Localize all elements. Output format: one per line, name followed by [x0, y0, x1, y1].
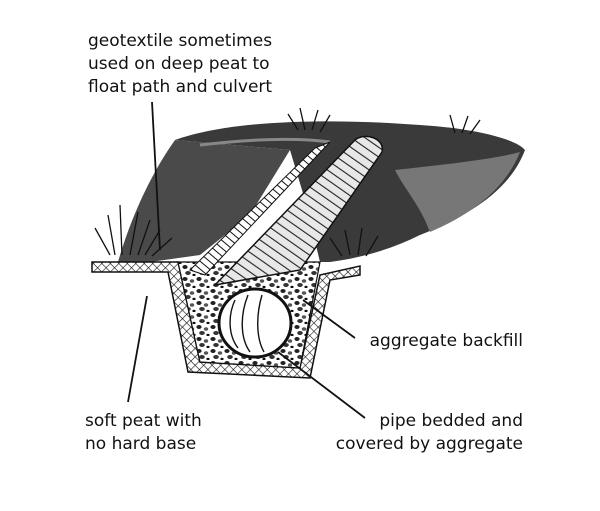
aggregate-leader	[303, 300, 355, 338]
soft-peat-leader	[128, 296, 147, 402]
geotextile-leader	[152, 102, 160, 250]
pipe-bedded-leader	[278, 352, 365, 418]
